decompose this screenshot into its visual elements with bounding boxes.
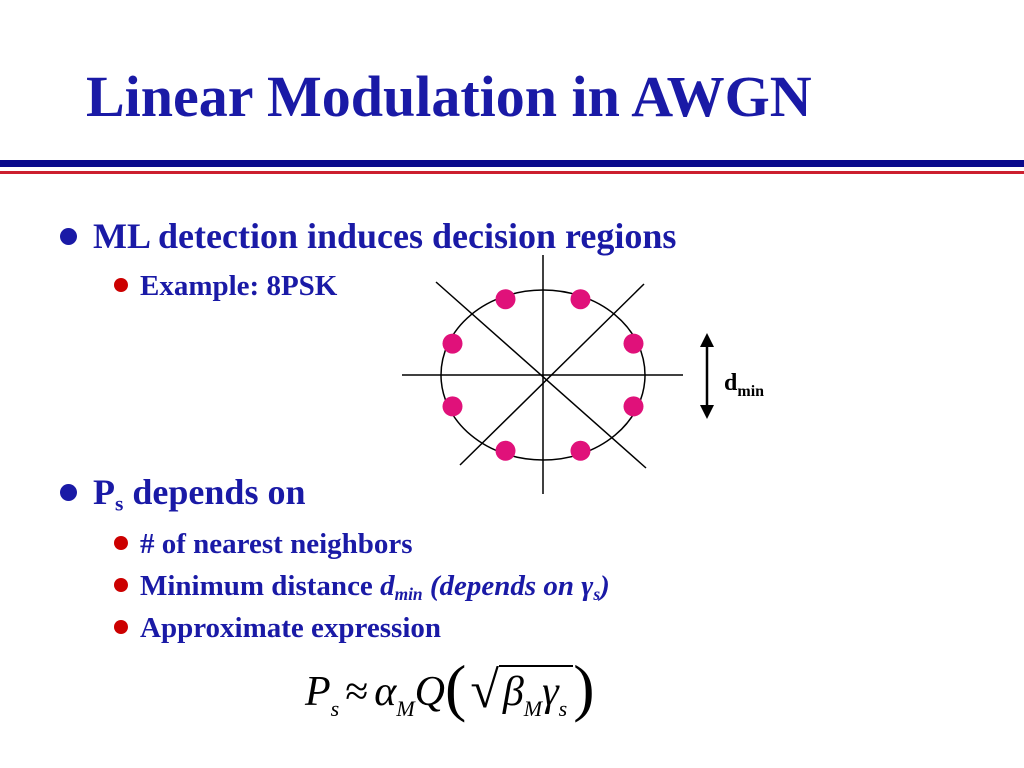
formula-radicand: βMγs: [498, 665, 574, 721]
formula-gamma-sub: s: [558, 696, 568, 721]
dmin-label: dmin: [724, 370, 764, 400]
bullet-example-8psk: Example: 8PSK: [114, 272, 337, 301]
formula-sqrt: √βMγs: [466, 662, 574, 721]
diagonal-boundary-2: [459, 283, 645, 466]
bullet-text-p-sub: s: [115, 491, 124, 516]
formula-p-sub: s: [330, 696, 340, 721]
constellation-point-5: [442, 396, 463, 417]
formula-beta: β: [502, 669, 524, 715]
dmin-arrow-up-icon: [700, 333, 714, 347]
bullet-dot-icon: [114, 278, 128, 293]
bullet-text: ML detection induces decision regions: [93, 216, 677, 256]
bullet-ps-depends: Ps depends on: [60, 474, 305, 515]
constellation-point-3: [495, 289, 516, 310]
constellation-point-8: [623, 396, 644, 417]
close-paren: ): [600, 570, 610, 602]
bullet-text: Approximate expression: [140, 612, 442, 644]
bullet-text: Example: 8PSK: [140, 270, 338, 302]
bullet-text-p: P: [93, 472, 115, 512]
constellation-point-4: [442, 333, 463, 354]
constellation-point-7: [570, 440, 591, 461]
diagonal-boundary-1: [435, 281, 647, 469]
gamma-sub: s: [593, 584, 601, 605]
bullet-dot-icon: [60, 484, 77, 502]
depends-on-text: (depends on: [422, 570, 582, 602]
bullet-text-rest: depends on: [123, 472, 306, 512]
dmin-label-sub: min: [737, 383, 764, 400]
formula-approx: ≈: [345, 669, 369, 715]
formula-alpha: α: [374, 669, 397, 715]
dmin-sub: min: [394, 584, 423, 605]
decision-region-lines: [402, 255, 683, 494]
sqrt-icon: √: [470, 662, 499, 719]
bullet-ml-detection: ML detection induces decision regions: [60, 218, 676, 254]
dmin-arrow-down-icon: [700, 405, 714, 419]
dmin-d: d: [380, 570, 395, 602]
bullet-minimum-distance: Minimum distance dmin (depends on γs): [114, 572, 610, 604]
slide-title: Linear Modulation in AWGN: [86, 64, 812, 129]
bullet-approximate-expression: Approximate expression: [114, 614, 441, 643]
title-rule-blue: [0, 160, 1024, 167]
dmin-label-main: d: [724, 370, 738, 396]
formula-rparen: ): [573, 652, 595, 723]
bullet-text: # of nearest neighbors: [140, 528, 413, 560]
bullet-dot-icon: [60, 228, 77, 246]
constellation-point-2: [570, 289, 591, 310]
formula-q: Q: [414, 669, 445, 715]
bullet-dot-icon: [114, 536, 128, 551]
formula-gamma: γ: [542, 669, 559, 715]
bullet-text-pre: Minimum distance: [140, 570, 381, 602]
ps-approx-formula: Ps≈αMQ(√βMγs): [305, 652, 595, 720]
gamma-symbol: γ: [581, 570, 594, 602]
constellation-point-1: [623, 333, 644, 354]
bullet-dot-icon: [114, 620, 128, 635]
constellation-points: [442, 289, 644, 461]
title-rule-red: [0, 171, 1024, 174]
constellation-point-6: [495, 440, 516, 461]
formula-lparen: (: [445, 652, 467, 723]
formula-alpha-sub: M: [396, 696, 415, 721]
dmin-arrow: [700, 333, 714, 419]
bullet-nearest-neighbors: # of nearest neighbors: [114, 530, 413, 559]
bullet-dot-icon: [114, 578, 128, 593]
formula-beta-sub: M: [523, 696, 543, 721]
formula-p: P: [305, 669, 331, 715]
